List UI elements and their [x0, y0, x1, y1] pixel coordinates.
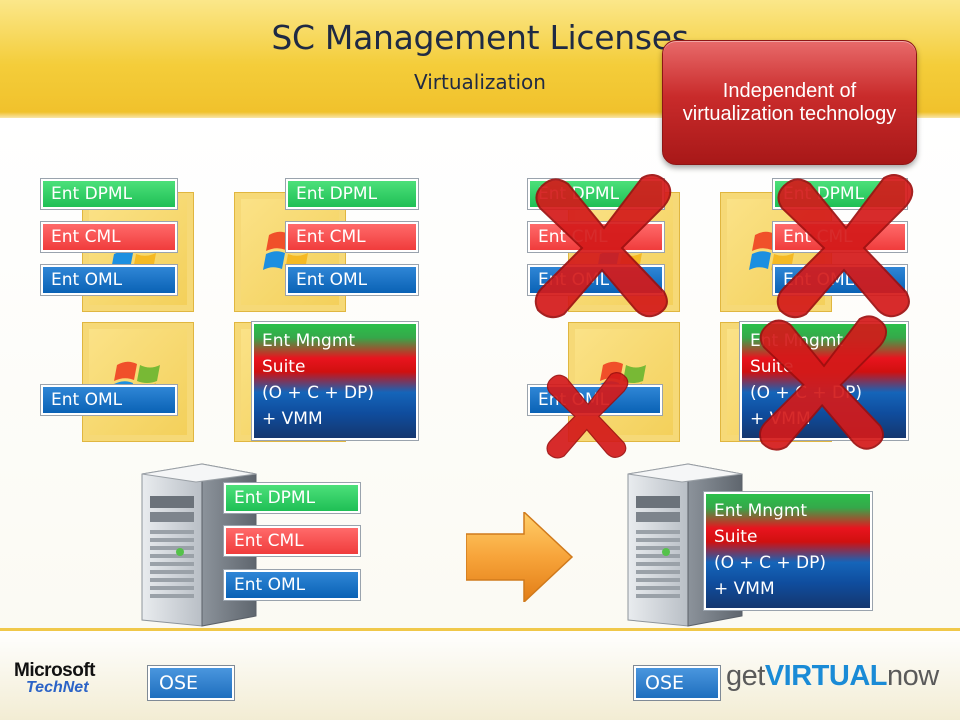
ose-label: OSE — [633, 665, 721, 701]
suite-line: + VMM — [262, 409, 323, 429]
license-badge-dpml: Ent DPML — [40, 178, 178, 210]
suite-line: Suite — [714, 527, 758, 547]
red-x-icon — [534, 174, 672, 319]
technet-wordmark: TechNet — [26, 679, 89, 696]
license-badge-cml: Ent CML — [285, 221, 419, 253]
license-badge-cml: Ent CML — [223, 525, 361, 557]
license-badge-oml: Ent OML — [285, 264, 419, 296]
brand-prefix: get — [726, 660, 765, 692]
suite-line: Ent Mngmt — [714, 501, 808, 521]
callout-box: Independent of virtualization technology — [662, 40, 917, 165]
get-virtual-now-logo: getVIRTUALnow — [726, 660, 939, 693]
microsoft-wordmark: Microsoft — [14, 660, 96, 681]
microsoft-technet-logo: Microsoft TechNet — [14, 660, 114, 704]
suite-line: Suite — [262, 357, 306, 377]
suite-line: (O + C + DP) — [262, 383, 374, 403]
brand-mid: VIRTUAL — [764, 660, 888, 692]
red-x-icon — [759, 315, 888, 451]
license-badge-oml: Ent OML — [40, 384, 178, 416]
brand-suffix: now — [887, 660, 939, 692]
suite-line: Ent Mngmt — [262, 331, 356, 351]
license-badge-suite: Ent Mngmt Suite (O + C + DP) + VMM — [703, 491, 873, 611]
ose-label: OSE — [147, 665, 235, 701]
license-badge-oml: Ent OML — [223, 569, 361, 601]
license-badge-cml: Ent CML — [40, 221, 178, 253]
license-badge-oml: Ent OML — [40, 264, 178, 296]
arrow-right-icon — [466, 512, 574, 602]
suite-line: (O + C + DP) — [714, 553, 826, 573]
suite-line: + VMM — [714, 579, 775, 599]
page-subtitle: Virtualization — [414, 70, 546, 94]
license-badge-suite: Ent Mngmt Suite (O + C + DP) + VMM — [251, 321, 419, 441]
license-badge-dpml: Ent DPML — [285, 178, 419, 210]
red-x-icon — [776, 174, 914, 319]
page-title: SC Management Licenses — [271, 18, 689, 57]
red-x-icon — [546, 372, 629, 459]
windows-vm-tile — [82, 322, 194, 442]
license-badge-dpml: Ent DPML — [223, 482, 361, 514]
